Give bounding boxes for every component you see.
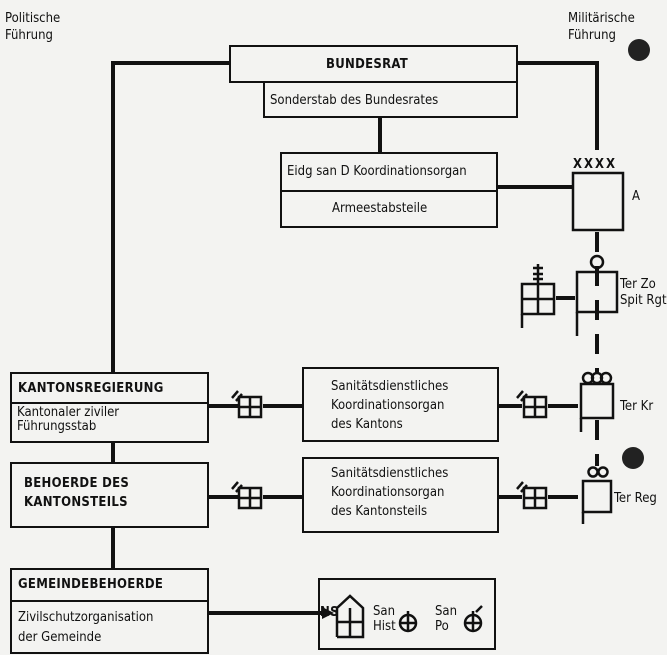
gemeinde-sanitaet-box (318, 578, 496, 650)
bundesrat-box: BUNDESRAT (229, 45, 518, 83)
sonderstab-label: Sonderstab des Bundesrates (270, 93, 439, 108)
armee-label: A (632, 189, 640, 204)
eidg-koordination-box: Eidg san D Koordinationsorgan Armeestabs… (280, 152, 498, 228)
eidg-koordination-label: Eidg san D Koordinationsorgan (287, 164, 467, 179)
san-hist-symbol (398, 611, 418, 633)
hospital-symbol-canton-left (231, 390, 263, 419)
hospital-symbol-kantonsteil-right (516, 481, 548, 510)
armee-symbol-label: XXXX (573, 157, 618, 172)
armee-unit-symbol (571, 171, 625, 232)
ter-reg-label: Ter Reg (614, 491, 657, 506)
ter-kr-label: Ter Kr (620, 399, 654, 414)
military-marker-reg (622, 447, 644, 469)
military-command-line (517, 61, 599, 150)
sonderstab-box: Sonderstab des Bundesrates (263, 81, 518, 118)
bundesrat-label: BUNDESRAT (326, 57, 409, 72)
military-marker-top (628, 39, 650, 61)
ter-kr-unit-symbol (579, 382, 615, 420)
armeestab-label: Armeestabsteile (332, 201, 428, 216)
ter-reg-unit-symbol (581, 479, 613, 514)
gemeindebehoerde-box: GEMEINDEBEHOERDE Zivilschutzorganisation… (10, 568, 209, 654)
ns-label: NS (320, 605, 339, 620)
san-po-symbol (463, 605, 483, 633)
hospital-symbol-canton-right (516, 390, 548, 419)
political-command-line (111, 61, 229, 372)
ns-shelter-symbol (335, 594, 365, 639)
hospital-symbol-kantonsteil-left (231, 481, 263, 510)
gemeindebehoerde-label: GEMEINDEBEHOERDE (18, 577, 164, 592)
ter-zo-unit-symbol (575, 270, 619, 314)
kantonsregierung-label: KANTONSREGIERUNG (18, 381, 164, 396)
